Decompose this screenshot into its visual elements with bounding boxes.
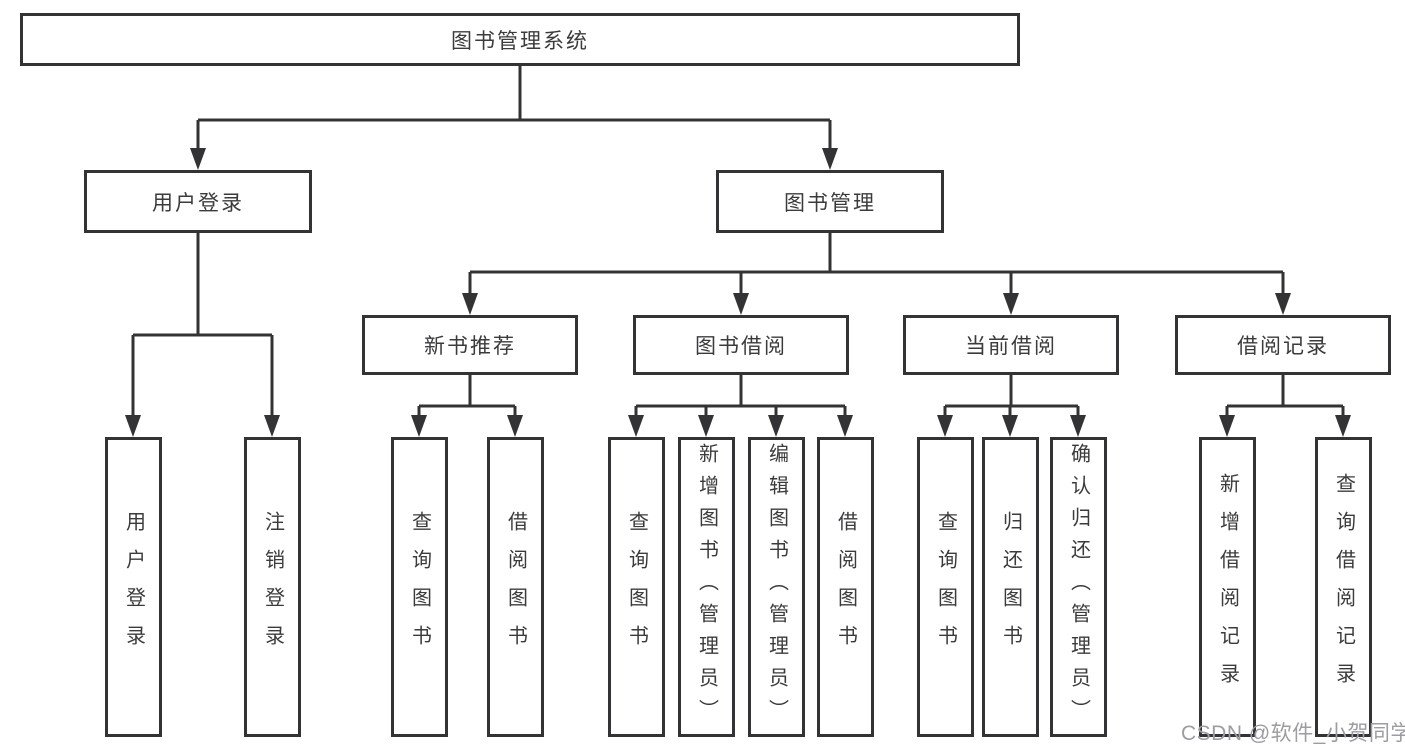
node-label: 确认归还（管理员） — [1067, 443, 1090, 731]
leaf-confirm-return-admin: 确认归还（管理员） — [1050, 437, 1107, 737]
node-book-management: 图书管理 — [716, 170, 944, 233]
leaf-add-borrow-record: 新增借阅记录 — [1199, 437, 1256, 737]
arrow-down-icon — [411, 415, 427, 437]
tree-edges — [131, 66, 1345, 418]
node-label: 借阅图书 — [834, 511, 857, 663]
leaf-edit-books-admin: 编辑图书（管理员） — [748, 437, 805, 737]
node-label: 图书管理 — [784, 191, 876, 215]
leaf-borrow-books: 借阅图书 — [817, 437, 874, 737]
node-book-borrowing: 图书借阅 — [633, 315, 849, 375]
leaf-query-borrow-record: 查询借阅记录 — [1315, 437, 1372, 737]
node-label: 借阅图书 — [504, 511, 527, 663]
node-borrowing-records: 借阅记录 — [1175, 315, 1391, 375]
node-label: 当前借阅 — [965, 335, 1057, 358]
csdn-watermark: CSDN @软件_小贺同学 — [1181, 722, 1405, 745]
arrow-down-icon — [190, 148, 206, 170]
node-label: 查询借阅记录 — [1332, 473, 1355, 701]
leaf-borrow-books: 借阅图书 — [487, 437, 544, 737]
node-label: 归还图书 — [999, 511, 1022, 663]
arrow-down-icon — [937, 415, 953, 437]
node-label: 图书借阅 — [695, 335, 787, 358]
node-label: 新增借阅记录 — [1216, 473, 1239, 701]
arrow-down-icon — [628, 415, 644, 437]
arrow-down-icon — [507, 415, 523, 437]
leaf-return-books: 归还图书 — [982, 437, 1039, 737]
node-label: 查询图书 — [625, 511, 648, 663]
arrow-down-icon — [1335, 415, 1351, 437]
arrow-down-icon — [1070, 415, 1086, 437]
arrow-down-icon — [462, 293, 478, 315]
leaf-query-books: 查询图书 — [917, 437, 974, 737]
node-library-management-system: 图书管理系统 — [20, 13, 1020, 66]
arrow-down-icon — [1219, 415, 1235, 437]
node-label: 借阅记录 — [1237, 335, 1329, 358]
arrow-down-icon — [768, 415, 784, 437]
arrow-down-icon — [264, 415, 280, 437]
node-label: 新书推荐 — [424, 335, 516, 358]
arrow-down-icon — [733, 293, 749, 315]
arrowheads — [125, 148, 1351, 437]
arrow-down-icon — [698, 415, 714, 437]
arrow-down-icon — [837, 415, 853, 437]
arrow-down-icon — [1003, 293, 1019, 315]
node-label: 用户登录 — [152, 191, 244, 215]
leaf-query-books: 查询图书 — [391, 437, 448, 737]
node-label: 用户登录 — [122, 511, 145, 663]
node-label: 新增图书（管理员） — [695, 443, 718, 731]
leaf-query-books: 查询图书 — [608, 437, 665, 737]
node-label: 图书管理系统 — [451, 29, 589, 53]
arrow-down-icon — [1002, 415, 1018, 437]
arrow-down-icon — [1275, 293, 1291, 315]
node-new-book-recommendation: 新书推荐 — [362, 315, 578, 375]
node-user-login: 用户登录 — [84, 170, 312, 233]
node-label: 编辑图书（管理员） — [765, 443, 788, 731]
arrow-down-icon — [125, 415, 141, 437]
leaf-user-login: 用户登录 — [105, 437, 162, 737]
node-label: 注销登录 — [261, 511, 284, 663]
leaf-logout: 注销登录 — [244, 437, 301, 737]
node-label: 查询图书 — [934, 511, 957, 663]
node-current-borrowing: 当前借阅 — [903, 315, 1119, 375]
leaf-add-books-admin: 新增图书（管理员） — [678, 437, 735, 737]
node-label: 查询图书 — [408, 511, 431, 663]
arrow-down-icon — [822, 148, 838, 170]
